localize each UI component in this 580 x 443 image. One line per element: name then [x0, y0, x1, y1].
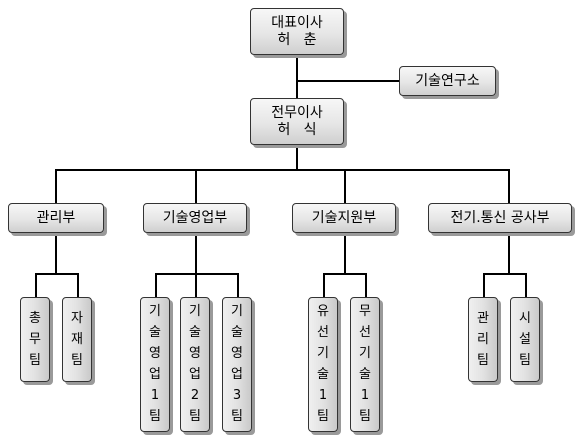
- dept-sales-box: 기술영업부: [143, 203, 247, 233]
- team-label-char: 팀: [317, 409, 329, 424]
- connector-construction-t2: [525, 273, 527, 298]
- connector-support-t2: [365, 273, 367, 298]
- connector-exec-bus: [296, 144, 298, 170]
- team-label-char: 1: [318, 388, 328, 403]
- dept-admin-box: 관리부: [8, 203, 104, 233]
- connector-dept-3: [344, 169, 346, 204]
- team-label-char: 업: [189, 367, 201, 382]
- team-label-char: 술: [189, 325, 201, 340]
- team-label-char: 술: [149, 325, 161, 340]
- team-label-char: 기: [231, 304, 243, 319]
- team-label-char: 영: [149, 346, 161, 361]
- team-label-char: 총: [29, 311, 41, 326]
- team-label-char: 술: [231, 325, 243, 340]
- team-label-char: 영: [231, 346, 243, 361]
- connector-construction-down: [508, 232, 510, 274]
- lab-box: 기술연구소: [399, 66, 496, 96]
- team-label-char: 자: [71, 311, 83, 326]
- executive-title: 전무이사: [271, 104, 323, 121]
- connector-construction-t1: [483, 273, 485, 298]
- team-label-char: 재: [71, 332, 83, 347]
- connector-admin-t1: [35, 273, 37, 298]
- connector-construction-bus: [483, 273, 527, 275]
- executive-box: 전무이사 허 식: [250, 98, 344, 145]
- connector-dept-4: [508, 169, 510, 204]
- team-label-char: 2: [190, 388, 200, 403]
- team-label-char: 설: [519, 332, 531, 347]
- team-label-char: 기: [317, 346, 329, 361]
- team-label-char: 무: [359, 304, 371, 319]
- team-label-char: 업: [149, 367, 161, 382]
- team-label-char: 팀: [29, 353, 41, 368]
- team-label-char: 무: [29, 332, 41, 347]
- connector-support-bus: [323, 273, 367, 275]
- dept-sales-label: 기술영업부: [162, 209, 228, 226]
- connector-dept-2: [195, 169, 197, 204]
- executive-name: 허 식: [277, 121, 317, 138]
- dept-support-box: 기술지원부: [292, 203, 396, 233]
- team-label-char: 술: [359, 367, 371, 382]
- team-label-char: 업: [231, 367, 243, 382]
- dept-construction-box: 전기.통신 공사부: [428, 203, 572, 233]
- team-label-char: 팀: [477, 353, 489, 368]
- team-label-char: 1: [360, 388, 370, 403]
- team-label-char: 팀: [71, 353, 83, 368]
- team-label-char: 1: [150, 388, 160, 403]
- connector-admin-down: [55, 232, 57, 274]
- lab-label: 기술연구소: [415, 72, 480, 89]
- team-label-char: 팀: [189, 409, 201, 424]
- team-label-char: 기: [189, 304, 201, 319]
- connector-lab: [297, 80, 401, 82]
- dept-admin-label: 관리부: [36, 209, 76, 226]
- team-label-char: 리: [477, 332, 489, 347]
- connector-dept-1: [55, 169, 57, 204]
- team-label-char: 영: [189, 346, 201, 361]
- team-label-char: 팀: [519, 353, 531, 368]
- connector-sales-bus: [155, 273, 239, 275]
- team-label-char: 3: [232, 388, 242, 403]
- team-label-char: 기: [149, 304, 161, 319]
- team-label-char: 팀: [231, 409, 243, 424]
- connector-sales-down: [195, 232, 197, 274]
- team-label-char: 시: [519, 311, 531, 326]
- ceo-name: 허 춘: [277, 31, 317, 48]
- team-label-char: 유: [317, 304, 329, 319]
- connector-sales-t3: [237, 273, 239, 298]
- dept-support-label: 기술지원부: [311, 209, 377, 226]
- connector-sales-t1: [155, 273, 157, 298]
- connector-ceo-exec: [296, 54, 298, 100]
- team-label-char: 선: [359, 325, 371, 340]
- team-label-char: 기: [359, 346, 371, 361]
- connector-admin-t2: [77, 273, 79, 298]
- ceo-box: 대표이사 허 춘: [250, 8, 344, 55]
- connector-dept-bus: [55, 169, 510, 171]
- ceo-title: 대표이사: [271, 14, 323, 31]
- team-label-char: 술: [317, 367, 329, 382]
- connector-support-down: [344, 232, 346, 274]
- team-label-char: 팀: [149, 409, 161, 424]
- connector-support-t1: [323, 273, 325, 298]
- team-label-char: 팀: [359, 409, 371, 424]
- dept-construction-label: 전기.통신 공사부: [450, 209, 550, 226]
- connector-sales-t2: [195, 273, 197, 298]
- connector-admin-bus: [35, 273, 79, 275]
- team-label-char: 관: [477, 311, 489, 326]
- team-label-char: 선: [317, 325, 329, 340]
